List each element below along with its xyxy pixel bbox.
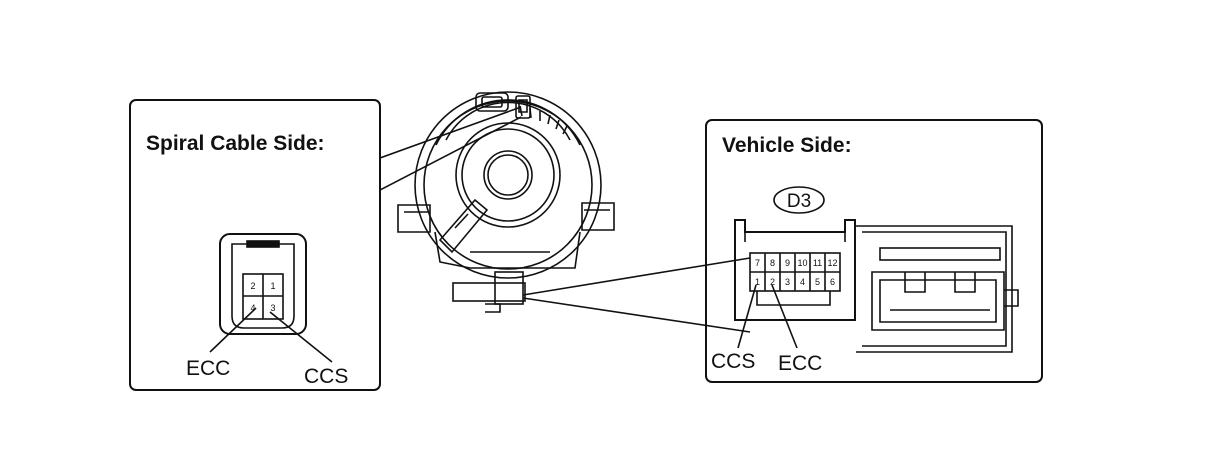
vehicle-ecc-pointer bbox=[771, 284, 798, 349]
spiral-ccs-label: CCS bbox=[304, 365, 348, 388]
spiral-side-panel bbox=[129, 99, 381, 391]
spiral-pin-4: 4 bbox=[250, 303, 255, 313]
vehicle-side-connector bbox=[734, 219, 856, 321]
spiral-ecc-label: ECC bbox=[186, 357, 230, 380]
vehicle-ccs-label: CCS bbox=[711, 350, 755, 373]
spiral-ecc-pointer bbox=[209, 307, 257, 353]
vehicle-pin-7: 7 bbox=[755, 258, 760, 268]
callout-line-vehicle bbox=[522, 257, 751, 333]
spiral-ccs-pointer bbox=[269, 311, 333, 363]
spiral-pin-2: 2 bbox=[250, 281, 255, 291]
vehicle-pin-1: 1 bbox=[755, 277, 760, 287]
vehicle-connector-bracket bbox=[856, 225, 1019, 353]
vehicle-pin-3: 3 bbox=[785, 277, 790, 287]
vehicle-pin-5: 5 bbox=[815, 277, 820, 287]
connector-id-badge bbox=[773, 186, 825, 214]
vehicle-pin-11: 11 bbox=[813, 258, 822, 268]
vehicle-side-panel bbox=[705, 119, 1043, 383]
vehicle-ecc-label: ECC bbox=[778, 352, 822, 375]
vehicle-pin-4: 4 bbox=[800, 277, 805, 287]
spiral-side-title: Spiral Cable Side: bbox=[146, 132, 325, 155]
spiral-cable-assembly bbox=[397, 91, 615, 313]
vehicle-pin-12: 12 bbox=[827, 258, 837, 268]
vehicle-side-title: Vehicle Side: bbox=[722, 134, 852, 157]
vehicle-pin-10: 10 bbox=[797, 258, 807, 268]
spiral-pin-3: 3 bbox=[270, 303, 275, 313]
connector-id: D3 bbox=[787, 191, 811, 212]
vehicle-pin-8: 8 bbox=[770, 258, 775, 268]
callout-line-spiral bbox=[379, 106, 522, 191]
spiral-pin-1: 1 bbox=[270, 281, 275, 291]
vehicle-pin-6: 6 bbox=[830, 277, 835, 287]
vehicle-pin-2: 2 bbox=[770, 277, 775, 287]
vehicle-pin-9: 9 bbox=[785, 258, 790, 268]
vehicle-ccs-pointer bbox=[737, 284, 757, 349]
spiral-side-connector bbox=[219, 233, 307, 335]
